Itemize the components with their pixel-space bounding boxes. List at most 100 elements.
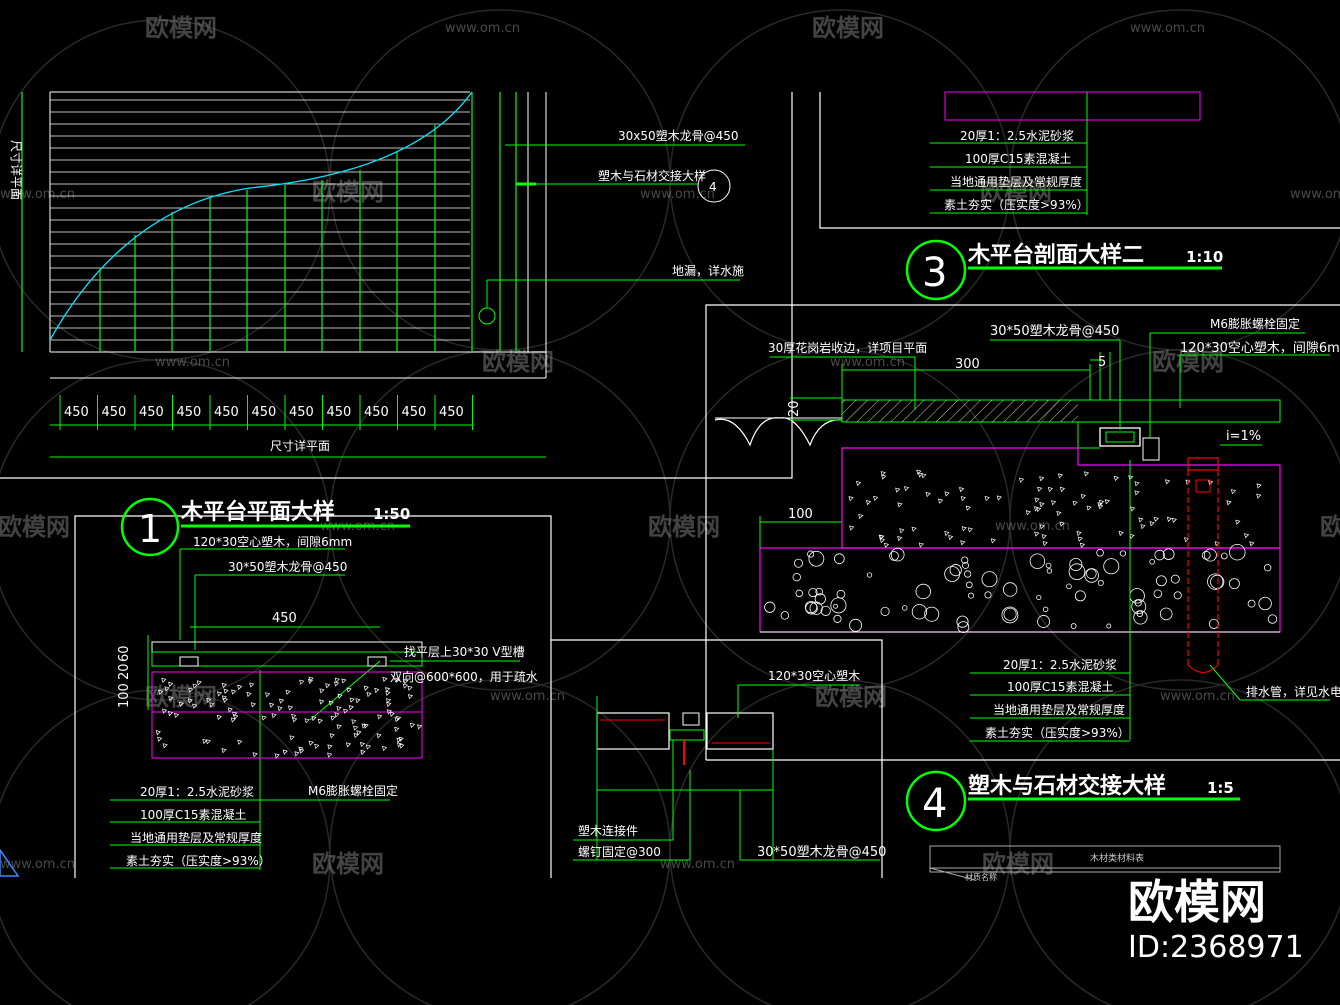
aggregate-stone [1086,568,1097,579]
aggregate-grain [382,676,388,683]
aggregate-grain [1034,531,1040,537]
aggregate-stone [849,618,863,632]
aggregate-grain [990,538,996,544]
aggregate-grain [1039,502,1045,508]
aggregate-grain [223,688,229,694]
aggregate-grain [217,691,223,697]
aggregate-grain [265,692,271,698]
aggregate-stone [1042,606,1049,613]
aggregate-stone [1069,557,1083,572]
aggregate-grain [965,505,971,511]
watermark-logo: 欧模网 [980,178,1052,206]
aggregate-grain [192,703,198,709]
aggregate-grain [1165,479,1171,485]
aggregate-stone [1001,606,1019,624]
aggregate-grain [279,698,285,704]
aggregate-grain [879,538,885,544]
watermark-logo: 欧模网 [812,14,884,42]
aggregate-grain [897,536,903,542]
aggregate-grain [355,698,361,704]
aggregate-grain [304,718,310,724]
aggregate-grain [402,683,409,689]
concrete-aggregate-pattern [848,469,1262,548]
aggregate-stone [1103,558,1120,575]
detail3-top-layer: 当地通用垫层及常规厚度 [950,174,1082,189]
aggregate-grain [221,748,227,754]
aggregate-grain [307,678,314,685]
aggregate-grain [174,712,180,719]
aggregate-grain [1079,542,1086,548]
plan-note-joint: 塑木与石材交接大样 [598,168,706,183]
aggregate-grain [162,708,168,714]
aggregate-stone [833,603,838,609]
aggregate-grain [325,683,331,689]
aggregate-grain [222,697,229,703]
aggregate-grain [396,715,402,722]
aggregate-grain [1230,489,1237,495]
aggregate-stone [1162,548,1175,560]
plan-deck-boards [50,99,470,341]
aggregate-grain [363,723,369,729]
brand-id: ID:2368971 [1128,930,1304,965]
aggregate-grain [365,744,372,750]
aggregate-grain [336,724,342,730]
detail4-title: 塑木与石材交接大样 [968,773,1166,799]
aggregate-grain [336,706,342,712]
aggregate-grain [911,526,917,532]
aggregate-grain [389,711,395,717]
plan-curved-edge [49,91,473,341]
aggregate-stone [1208,618,1219,629]
aggregate-stone [1037,615,1051,628]
detail3-note-joist: 30*50塑木龙骨@450 [990,324,1119,339]
detail3-scale: 1:10 [1186,248,1223,266]
watermark-url: www.om.cn [1160,689,1235,704]
detail3-top-layer: 100厚C15素混凝土 [965,151,1072,166]
aggregate-stone [1045,562,1052,569]
aggregate-grain [1034,497,1040,503]
aggregate-stone [1201,550,1211,560]
aggregate-grain [287,705,294,711]
aggregate-grain [376,733,382,739]
detail3-layer: 当地通用垫层及常规厚度 [993,702,1125,717]
aggregate-grain [299,679,305,685]
aggregate-grain [848,496,854,502]
aggregate-grain [329,733,335,739]
plan-joists [21,92,517,352]
aggregate-grain [996,495,1002,501]
aggregate-grain [1149,521,1155,527]
aggregate-grain [918,542,924,548]
aggregate-grain [237,739,243,745]
aggregate-grain [161,677,167,683]
aggregate-grain [1051,500,1057,506]
plan-dim-label: 450 [327,405,352,420]
aggregate-grain [967,527,973,533]
detail4-scale: 1:5 [1207,779,1234,797]
aggregate-grain [1130,506,1136,512]
aggregate-grain [960,540,966,546]
aggregate-stone [1220,552,1228,560]
aggregate-grain [227,707,233,713]
detail1-note-groove: 找平层上30*30 V型槽 [404,645,525,659]
detail1-layer: 100厚C15素混凝土 [140,807,247,822]
aggregate-stone [1247,599,1256,608]
aggregate-grain [277,706,283,712]
aggregate-grain [334,677,340,683]
aggregate-grain [167,711,174,717]
aggregate-grain [399,743,405,749]
aggregate-stone [1155,575,1167,587]
aggregate-grain [299,748,305,754]
aggregate-stone [1074,590,1086,602]
aggregate-grain [1018,477,1025,483]
aggregate-grain [1134,490,1140,496]
aggregate-stone [1066,583,1072,590]
aggregate-stone [1106,623,1112,629]
aggregate-grain [1256,483,1262,489]
aggregate-grain [252,752,258,758]
detail3-title: 木平台剖面大样二 [967,242,1144,268]
aggregate-grain [360,749,366,756]
aggregate-stone [1029,553,1046,569]
aggregate-grain [250,702,257,708]
aggregate-grain [925,492,931,498]
aggregate-grain [1249,541,1255,547]
detail1-title: 木平台平面大样 [180,499,335,525]
